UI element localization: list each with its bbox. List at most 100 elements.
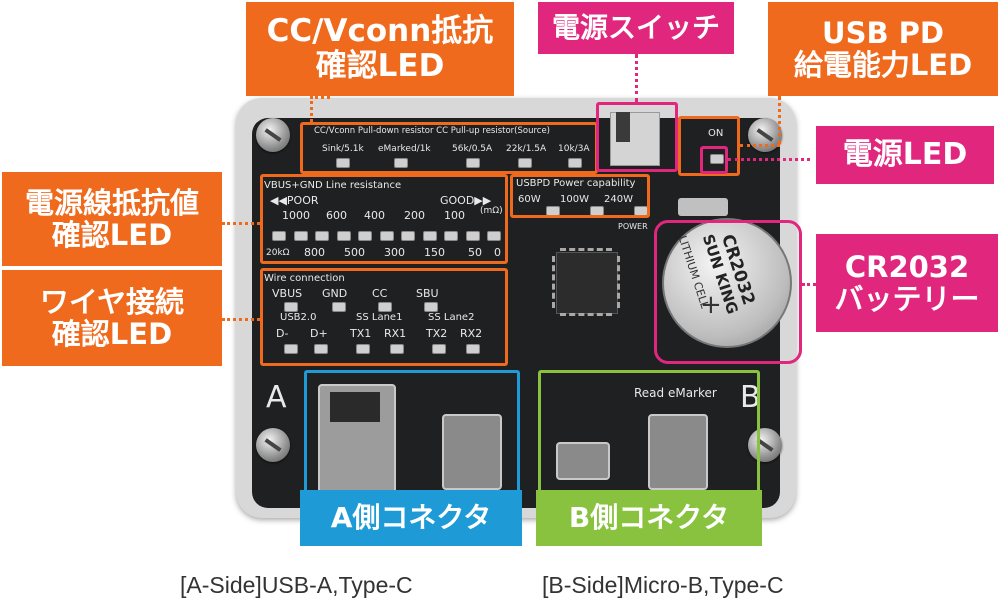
ss2-label: SS Lane2 xyxy=(428,312,475,323)
power-switch-callout: 電源スイッチ xyxy=(538,2,734,54)
res-top-label: 1000 xyxy=(282,209,310,222)
usb-c-port-a[interactable] xyxy=(442,414,502,490)
wire-label: GND xyxy=(322,287,348,300)
battery-callout: CR2032 バッテリー xyxy=(816,234,998,332)
cc-header-text: CC/Vconn Pull-down resistor CC Pull-up r… xyxy=(314,126,550,136)
wire-label: SBU xyxy=(416,287,439,300)
screw-icon xyxy=(748,428,782,462)
b-side-callout: B側コネクタ xyxy=(536,490,762,546)
res-top-label: 100 xyxy=(444,209,465,222)
res-bottom-label: 150 xyxy=(424,246,445,259)
cc-led xyxy=(336,158,350,168)
wire-label: RX2 xyxy=(460,327,483,340)
wire-connection-callout: ワイヤ接続 確認LED xyxy=(2,270,222,366)
cc-led xyxy=(568,158,582,168)
leader-line xyxy=(802,283,816,286)
switch-highlight-box xyxy=(596,102,678,172)
usb-c-port-b[interactable] xyxy=(648,414,708,490)
res-bottom-label: 50 xyxy=(468,246,482,259)
wire-label: D+ xyxy=(310,327,328,340)
cc-label: 56k/0.5A xyxy=(452,144,493,154)
switch-lever[interactable] xyxy=(616,112,630,142)
res-top-label: 600 xyxy=(326,209,347,222)
resistance-led xyxy=(487,231,501,241)
cc-vconn-callout: CC/Vconn抵抗 確認LED xyxy=(246,2,514,96)
usb20-label: USB2.0 xyxy=(280,312,317,323)
side-a-letter: A xyxy=(266,380,287,415)
resistance-highlight-box xyxy=(260,174,508,264)
cr2032-battery xyxy=(662,218,792,348)
leader-line xyxy=(310,96,330,99)
mcu-pins xyxy=(552,256,620,308)
wire-highlight-box xyxy=(260,268,508,366)
leader-line xyxy=(310,96,313,122)
resistance-led xyxy=(272,231,286,241)
pd-label: 240W xyxy=(604,194,633,205)
wire-led xyxy=(378,302,392,312)
read-emarker-label: Read eMarker xyxy=(634,386,717,400)
wire-label: TX2 xyxy=(426,327,448,340)
pd-title: USBPD Power capability xyxy=(516,178,636,189)
res-top-label: 200 xyxy=(404,209,425,222)
pd-label: 100W xyxy=(560,194,589,205)
plus-icon: + xyxy=(700,290,722,320)
on-label: ON xyxy=(708,128,724,139)
wire-label: RX1 xyxy=(384,327,407,340)
leader-line xyxy=(222,222,260,225)
wire-label: VBUS xyxy=(272,287,303,300)
resistance-led xyxy=(422,231,437,241)
cc-label: 10k/3A xyxy=(558,144,590,154)
mcu-chip xyxy=(556,252,618,314)
usb-a-port-opening xyxy=(330,392,380,422)
screw-icon xyxy=(256,428,290,462)
wire-led xyxy=(332,302,346,312)
wire-title: Wire connection xyxy=(264,273,345,284)
pd-label: 60W xyxy=(518,194,541,205)
resistance-led xyxy=(358,231,372,241)
resistance-led xyxy=(336,231,351,241)
pd-highlight-box xyxy=(510,174,650,218)
cc-label: Sink/5.1k xyxy=(322,144,364,154)
line-resistance-callout: 電源線抵抗値 確認LED xyxy=(2,172,222,266)
usb-pd-callout: USB PD 給電能力LED xyxy=(768,2,998,96)
wire-label: D- xyxy=(276,327,289,340)
leader-line xyxy=(778,96,781,144)
wire-led xyxy=(284,344,298,354)
resistance-led xyxy=(444,231,458,241)
wire-label: TX1 xyxy=(350,327,372,340)
wire-led xyxy=(356,344,370,354)
wire-led xyxy=(424,302,438,312)
cc-led xyxy=(394,158,408,168)
wire-led xyxy=(314,344,328,354)
wire-led xyxy=(432,344,446,354)
cc-label: eMarked/1k xyxy=(378,144,431,154)
power-led-callout: 電源LED xyxy=(816,126,994,184)
mcu-pins xyxy=(560,248,612,316)
battery-holder xyxy=(678,198,728,216)
wire-led xyxy=(466,344,480,354)
res-bottom-label: 0 xyxy=(494,246,501,259)
a-side-caption: [A-Side]USB-A,Type-C xyxy=(180,572,413,598)
leader-line xyxy=(740,144,780,147)
resistance-led-row xyxy=(272,229,508,243)
wire-led xyxy=(390,344,404,354)
unit-label: (mΩ) xyxy=(480,206,503,216)
res-bottom-label: 300 xyxy=(384,246,405,259)
pd-led-highlight-box xyxy=(678,116,740,176)
micro-b-port[interactable] xyxy=(556,442,610,480)
side-b-letter: B xyxy=(740,380,761,415)
screw-icon xyxy=(256,118,290,152)
power-label: POWER xyxy=(618,222,648,231)
battery-highlight-box xyxy=(654,220,802,364)
res-bottom-first: 20kΩ xyxy=(266,248,290,258)
leader-line xyxy=(728,158,810,161)
leader-line xyxy=(222,318,260,321)
resistance-led xyxy=(315,231,329,241)
power-led-highlight-box xyxy=(700,146,728,174)
cc-led xyxy=(518,158,532,168)
resistance-title: VBUS+GND Line resistance xyxy=(264,180,402,191)
ss1-label: SS Lane1 xyxy=(356,312,403,323)
a-side-callout: A側コネクタ xyxy=(300,490,522,546)
leader-line xyxy=(635,54,638,102)
cc-highlight-box xyxy=(300,122,598,174)
